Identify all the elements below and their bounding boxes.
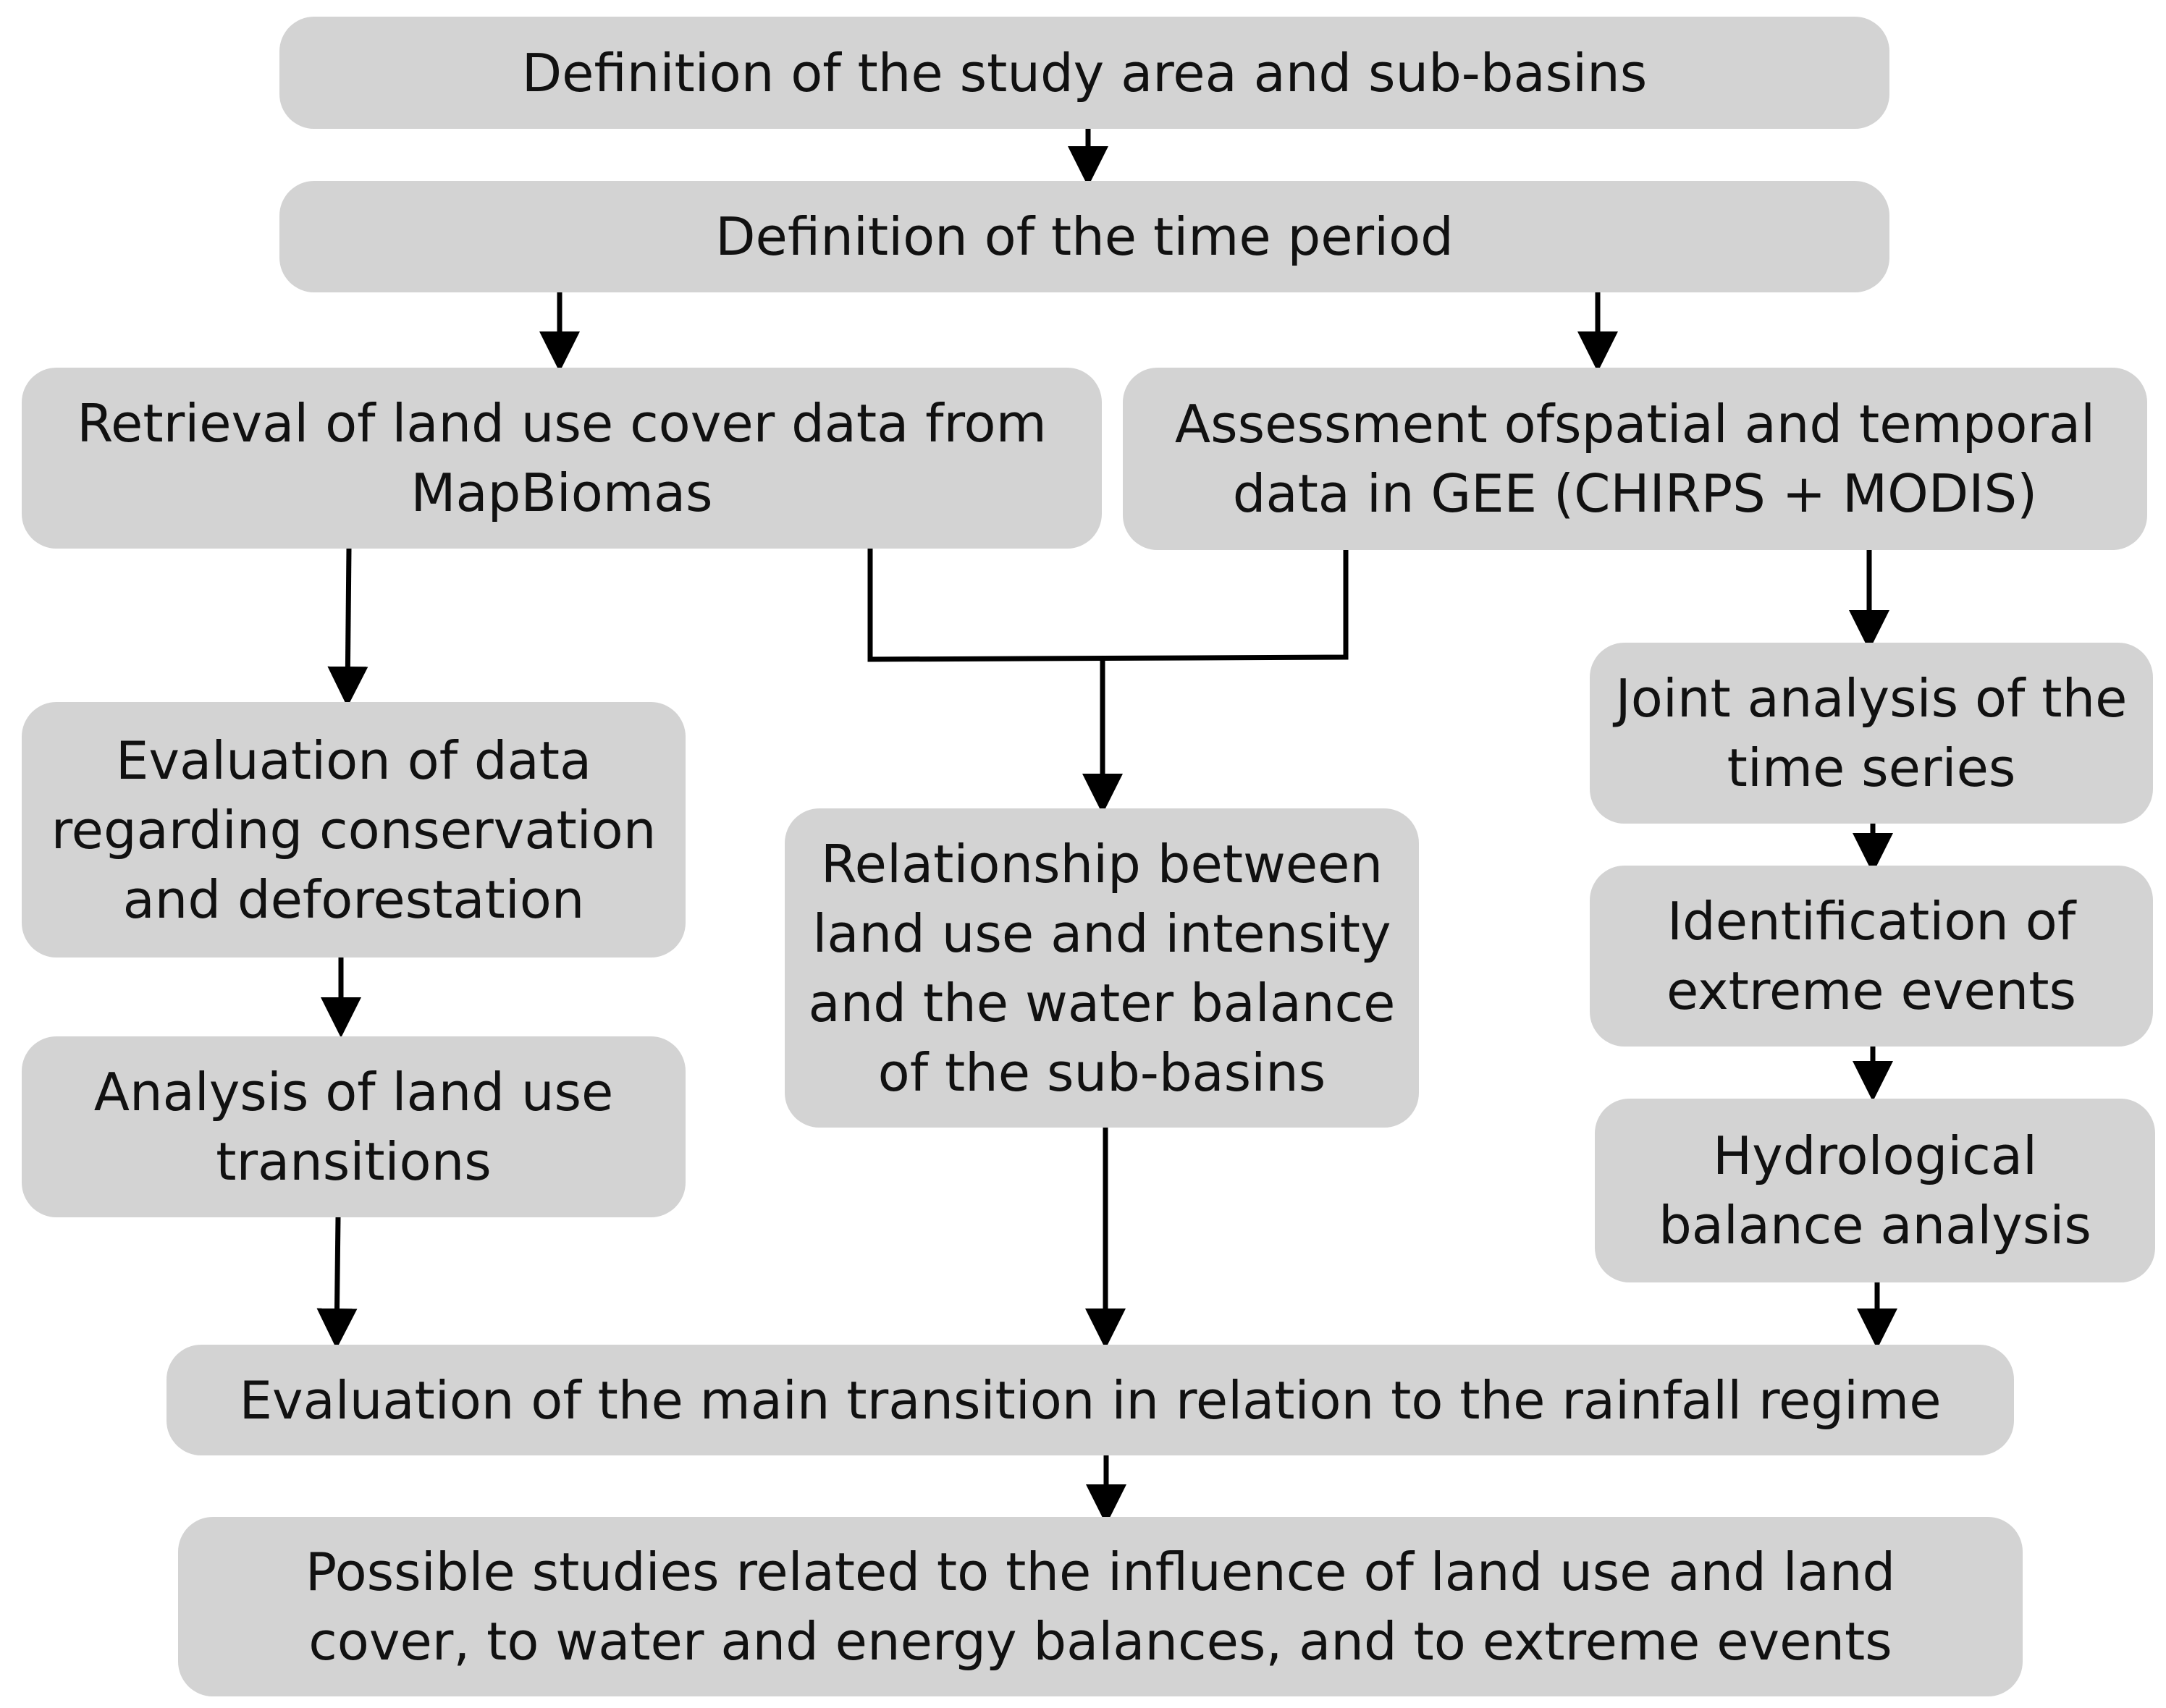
- box-hydrological-balance: Hydrological balance analysis: [1595, 1099, 2155, 1282]
- box-land-use-transitions: Analysis of land use transitions: [22, 1036, 686, 1217]
- box-time-period: Definition of the time period: [279, 181, 1889, 292]
- arrow-retrieval-to-conservation: [327, 548, 368, 707]
- box-land-use-retrieval: Retrieval of land use cover data from Ma…: [22, 368, 1102, 549]
- box-conservation-evaluation: Evaluation of data regarding conservatio…: [22, 702, 686, 957]
- connector-retrieval-gee-merge: [867, 549, 1349, 662]
- box-gee-assessment: Assessment ofspatial and temporal data i…: [1123, 368, 2147, 550]
- box-main-transition: Evaluation of the main transition in rel…: [167, 1345, 2014, 1455]
- box-extreme-events: Identification of extreme events: [1590, 866, 2153, 1047]
- box-relationship: Relationship between land use and intens…: [785, 808, 1419, 1128]
- arrow-transitions-to-main: [316, 1217, 358, 1349]
- box-joint-analysis: Joint analysis of the time series: [1590, 643, 2153, 824]
- box-study-area: Definition of the study area and sub-bas…: [279, 17, 1889, 129]
- box-possible-studies: Possible studies related to the influenc…: [178, 1517, 2023, 1696]
